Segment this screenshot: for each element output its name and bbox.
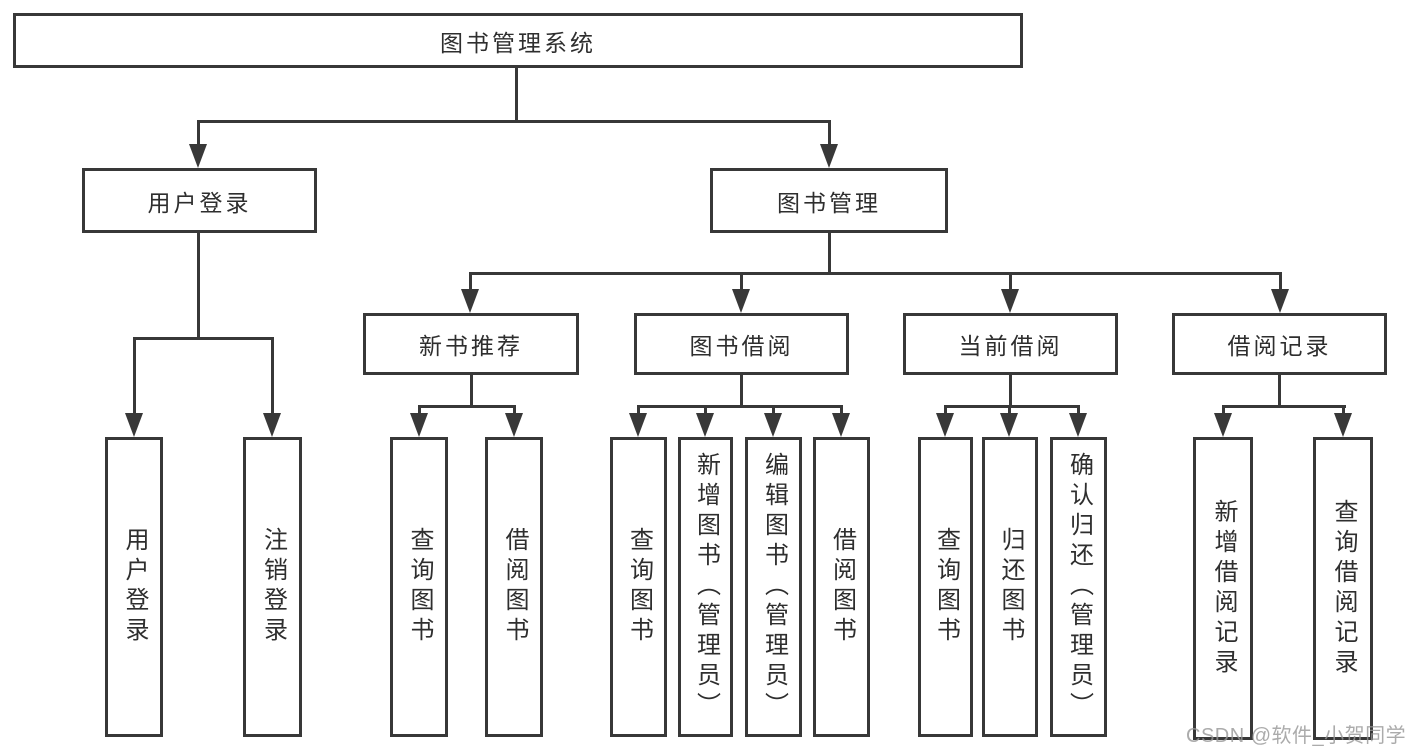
leaf-br-add-record: 新增借阅记录 [1193,437,1253,740]
connector-line [197,120,831,123]
connector-line [513,405,516,415]
node-label: 用户登录 [121,527,148,647]
node-label: 注销登录 [259,527,287,647]
node-library-management-system: 图书管理系统 [13,13,1023,68]
connector-line [469,272,1282,275]
connector-line [418,405,421,415]
node-label: 新增借阅记录 [1210,498,1237,679]
connector-line [133,337,274,340]
arrowhead [1271,289,1289,313]
arrowhead [505,413,523,437]
connector-line [1009,375,1012,405]
node-label: 图书管理 [777,189,881,216]
arrowhead [1000,413,1018,437]
arrowhead [832,413,850,437]
node-label: 借阅图书 [828,527,856,647]
arrowhead [263,413,281,437]
connector-line [944,405,947,415]
node-borrow-records: 借阅记录 [1172,313,1387,375]
leaf-bb-borrow-books: 借阅图书 [813,437,870,737]
node-book-borrow: 图书借阅 [634,313,849,375]
arrowhead [461,289,479,313]
arrowhead [629,413,647,437]
arrowhead [1214,413,1232,437]
arrowhead [696,413,714,437]
connector-line [740,375,743,405]
node-label: 新书推荐 [419,333,523,359]
node-label: 查询借阅记录 [1330,498,1357,679]
arrowhead [820,144,838,168]
leaf-nb-query-books: 查询图书 [390,437,448,737]
node-label: 借阅图书 [501,527,528,647]
connector-line [1008,405,1011,415]
leaf-bb-edit-books-admin: 编辑图书（管理员） [745,437,802,737]
node-label: 查询图书 [406,527,433,647]
arrowhead [410,413,428,437]
connector-line [704,405,707,415]
arrowhead [764,413,782,437]
node-label: 归还图书 [997,527,1024,647]
node-label: 图书管理系统 [440,29,596,56]
connector-line [515,68,518,120]
leaf-user-login: 用户登录 [105,437,163,737]
connector-line [1279,272,1282,291]
arrowhead [732,289,750,313]
csdn-watermark: CSDN @软件_小贺同学 [1186,725,1405,747]
connector-line [469,272,472,291]
connector-line [828,233,831,272]
arrowhead [189,144,207,168]
connector-line [1278,375,1281,405]
connector-line [197,233,200,337]
leaf-cb-return-books: 归还图书 [982,437,1038,737]
node-book-management: 图书管理 [710,168,948,233]
node-label: 用户登录 [147,189,252,216]
node-label: 图书借阅 [689,333,794,359]
arrowhead [1069,413,1087,437]
node-label: 新增图书（管理员） [692,452,720,722]
connector-line [840,405,843,415]
arrowhead [1001,289,1019,313]
node-label: 查询图书 [932,527,960,647]
connector-line [637,405,843,408]
connector-line [1077,405,1080,415]
connector-line [1009,272,1012,291]
connector-line [271,337,274,415]
node-current-borrow: 当前借阅 [903,313,1118,375]
node-new-book-recommend: 新书推荐 [363,313,579,375]
connector-line [1342,405,1345,415]
node-user-login: 用户登录 [82,168,317,233]
connector-line [944,405,1080,408]
node-label: 编辑图书（管理员） [760,452,788,722]
leaf-bb-query-books: 查询图书 [610,437,667,737]
connector-line [1222,405,1225,415]
node-label: 查询图书 [625,527,653,647]
connector-line [1222,405,1346,408]
connector-line [772,405,775,415]
connector-line [418,405,516,408]
node-label: 当前借阅 [958,333,1063,359]
connector-line [828,120,831,146]
node-label: 借阅记录 [1227,333,1332,359]
leaf-nb-borrow-books: 借阅图书 [485,437,543,737]
connector-line [470,375,473,405]
leaf-logout: 注销登录 [243,437,302,737]
connector-line [133,337,136,415]
node-label: 确认归还（管理员） [1065,452,1093,722]
leaf-cb-confirm-return-admin: 确认归还（管理员） [1050,437,1107,737]
connector-line [637,405,640,415]
leaf-bb-add-books-admin: 新增图书（管理员） [678,437,733,737]
arrowhead [125,413,143,437]
arrowhead [1334,413,1352,437]
connector-line [197,120,200,146]
leaf-br-query-record: 查询借阅记录 [1313,437,1373,740]
leaf-cb-query-books: 查询图书 [918,437,973,737]
connector-line [740,272,743,291]
arrowhead [936,413,954,437]
